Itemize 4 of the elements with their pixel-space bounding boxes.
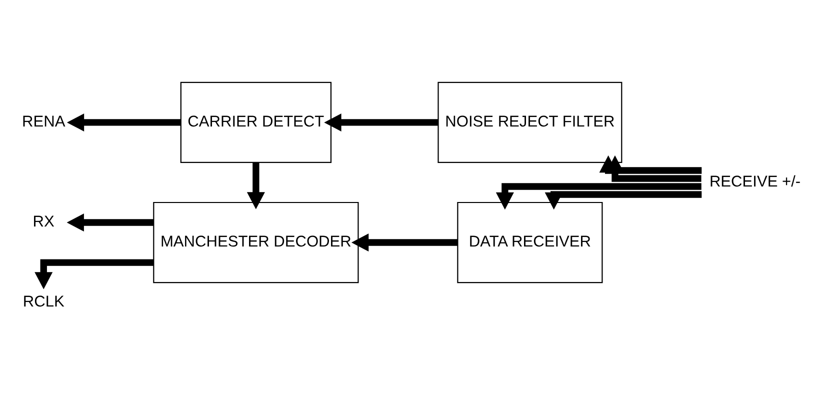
node-text: RX — [32, 214, 54, 231]
node-text: RENA — [22, 114, 66, 131]
node-text: RCLK — [22, 294, 64, 311]
node-text: RECEIVE +/- — [709, 174, 801, 191]
